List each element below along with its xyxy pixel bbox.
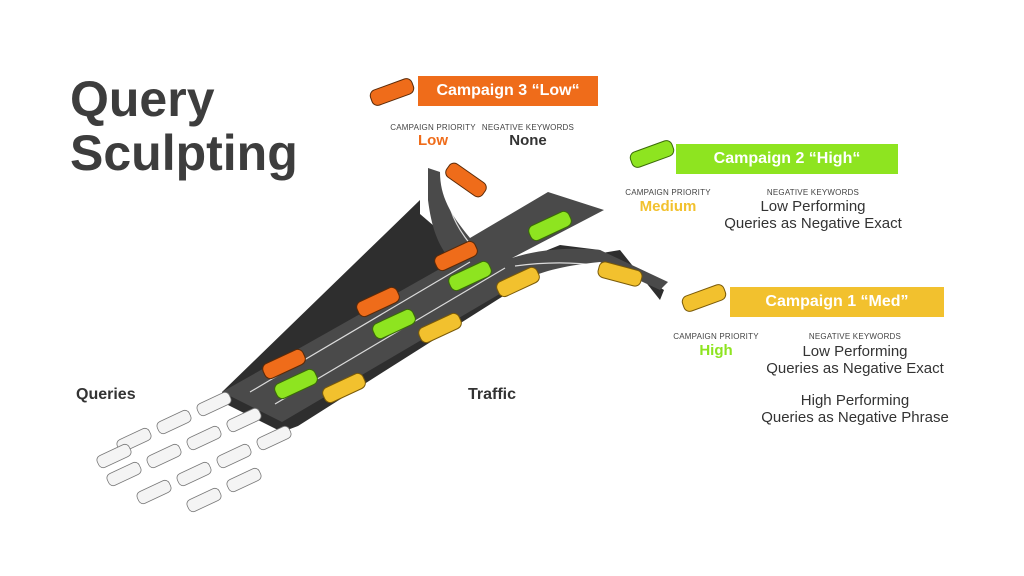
campaign-1-negative-line-4: Queries as Negative Phrase xyxy=(761,409,949,426)
campaign-1-banner: Campaign 1 “Med” xyxy=(730,287,944,317)
campaign-3-banner: Campaign 3 “Low“ xyxy=(418,76,598,106)
campaign-2-banner: Campaign 2 “High“ xyxy=(676,144,898,174)
white-car xyxy=(214,442,254,470)
lane-line-4 xyxy=(445,185,471,245)
white-car xyxy=(174,460,214,488)
campaign-3-priority-value: Low xyxy=(418,132,448,149)
campaign-3-priority-label: CAMPAIGN PRIORITY xyxy=(390,123,476,132)
campaign-1-priority-value: High xyxy=(699,342,733,359)
campaign-1-negative-line-1: Low Performing xyxy=(802,343,908,360)
white-car xyxy=(254,424,294,452)
campaign-1-negative-label: NEGATIVE KEYWORDS xyxy=(808,332,902,341)
campaign-2-negative-line-2: Queries as Negative Exact xyxy=(724,215,902,232)
yellow-car xyxy=(680,282,728,314)
campaign-2-priority-label: CAMPAIGN PRIORITY xyxy=(625,188,711,197)
white-car xyxy=(184,486,224,514)
page-title: Query Sculpting xyxy=(70,72,298,180)
white-car xyxy=(194,390,234,418)
white-car xyxy=(154,408,194,436)
orange-car xyxy=(442,160,490,200)
lane-line-3 xyxy=(514,262,651,289)
campaign-1-priority-label: CAMPAIGN PRIORITY xyxy=(673,332,759,341)
title-line-2: Sculpting xyxy=(70,125,298,181)
traffic-label: Traffic xyxy=(468,386,517,403)
white-car xyxy=(144,442,184,470)
campaign-2-negative-line-1: Low Performing xyxy=(760,198,866,215)
white-car xyxy=(134,478,174,506)
campaign-1-negative-line-3: High Performing xyxy=(800,392,910,409)
title-line-1: Query xyxy=(70,71,215,127)
white-car xyxy=(224,466,264,494)
orange-car xyxy=(368,76,416,108)
campaign-2-negative-label: NEGATIVE KEYWORDS xyxy=(766,188,860,197)
green-car xyxy=(628,138,676,170)
campaign-3-negative-label: NEGATIVE KEYWORDS xyxy=(481,123,575,132)
white-car xyxy=(184,424,224,452)
campaign-1-negative-line-2: Queries as Negative Exact xyxy=(766,360,944,377)
campaign-2-priority-value: Medium xyxy=(639,198,697,215)
campaign-3-negative-value: None xyxy=(509,132,547,149)
queries-label: Queries xyxy=(76,386,136,403)
